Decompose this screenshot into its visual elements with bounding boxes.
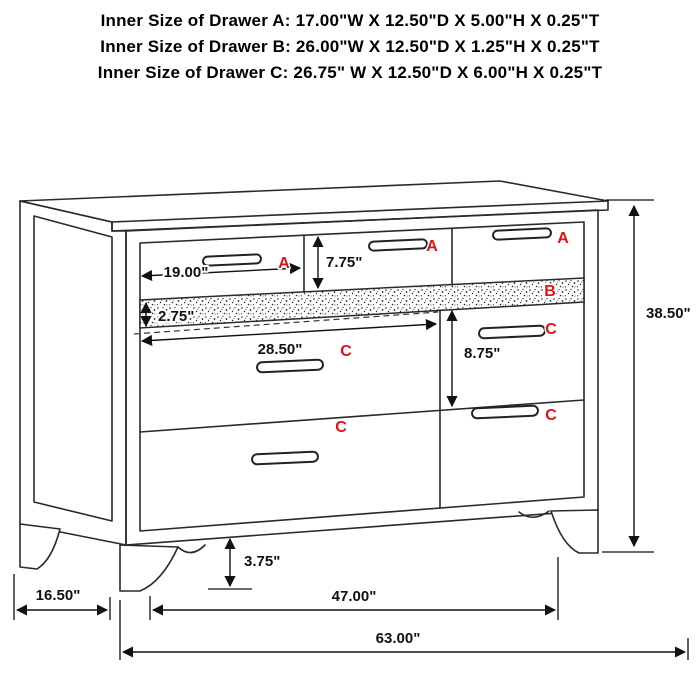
- skirt-curl-right: [518, 510, 550, 519]
- dim-label-overall-width: 63.00": [376, 630, 421, 647]
- back-left-foot: [19, 523, 61, 570]
- dresser-front-inner-frame: [139, 221, 585, 532]
- drawer-label-c-right-top: C: [545, 321, 557, 338]
- dim-arrow-drawer-a-width: [140, 262, 302, 282]
- dim-label-base-height: 3.75": [244, 553, 280, 570]
- drawer-size-header: Inner Size of Drawer A: 17.00"W X 12.50"…: [0, 8, 700, 86]
- drawer-label-c-right-bottom: C: [545, 407, 557, 424]
- drawer-label-a3: A: [557, 230, 569, 247]
- dim-label-leg-span: 47.00": [332, 588, 377, 605]
- drawer-handle-c-right-bottom: [471, 404, 539, 420]
- dim-label-depth: 16.50": [36, 587, 81, 604]
- drawer-row-divider-mid: [139, 399, 585, 433]
- dresser-top-face: [19, 180, 609, 223]
- header-line-drawer-a: Inner Size of Drawer A: 17.00"W X 12.50"…: [100, 11, 600, 30]
- drawer-handle-c-left-bottom: [251, 450, 319, 466]
- dim-label-drawer-a-width: 19.00": [164, 264, 209, 281]
- skirt-curl-left: [177, 544, 206, 554]
- drawer-handle-c-right-top: [478, 324, 546, 340]
- drawer-label-b: B: [544, 283, 556, 300]
- dim-label-overall-height: 38.50": [646, 305, 691, 322]
- dimension-arrows: [13, 199, 689, 660]
- front-left-foot: [119, 544, 179, 592]
- drawer-label-c-left-bottom: C: [335, 419, 347, 436]
- front-right-foot: [550, 509, 599, 554]
- drawer-letter-labels: A A A B C C C C: [277, 229, 571, 438]
- drawer-handle-a2: [368, 238, 428, 252]
- dim-label-drawer-c-height: 8.75": [464, 345, 500, 362]
- drawer-b-glitter-band: [139, 277, 585, 329]
- drawer-label-c-left-top: C: [340, 343, 352, 360]
- drawer-label-a2: A: [426, 238, 438, 255]
- dim-arrow-drawer-c-width: [140, 318, 438, 347]
- drawer-handle-a3: [492, 227, 552, 241]
- dimension-labels: 19.00" 7.75" 2.75" 28.50" 8.75" 38.50" 3…: [34, 252, 693, 649]
- header-line-drawer-b: Inner Size of Drawer B: 26.00"W X 12.50"…: [100, 37, 600, 56]
- dim-label-drawer-b-height: 2.75": [158, 308, 194, 325]
- dresser-drawing: [19, 180, 609, 592]
- dim-label-drawer-a-height: 7.75": [326, 254, 362, 271]
- header-line-drawer-c: Inner Size of Drawer C: 26.75" W X 12.50…: [97, 63, 603, 82]
- dim-label-drawer-c-width: 28.50": [258, 341, 303, 358]
- drawer-label-a1: A: [278, 255, 290, 272]
- dresser-top-edge: [111, 200, 609, 232]
- dresser-side-inner-panel: [33, 215, 113, 522]
- drawer-handle-a1: [202, 253, 262, 267]
- dresser-side-panel: [19, 200, 127, 546]
- drawer-handle-c-left-top: [256, 358, 324, 374]
